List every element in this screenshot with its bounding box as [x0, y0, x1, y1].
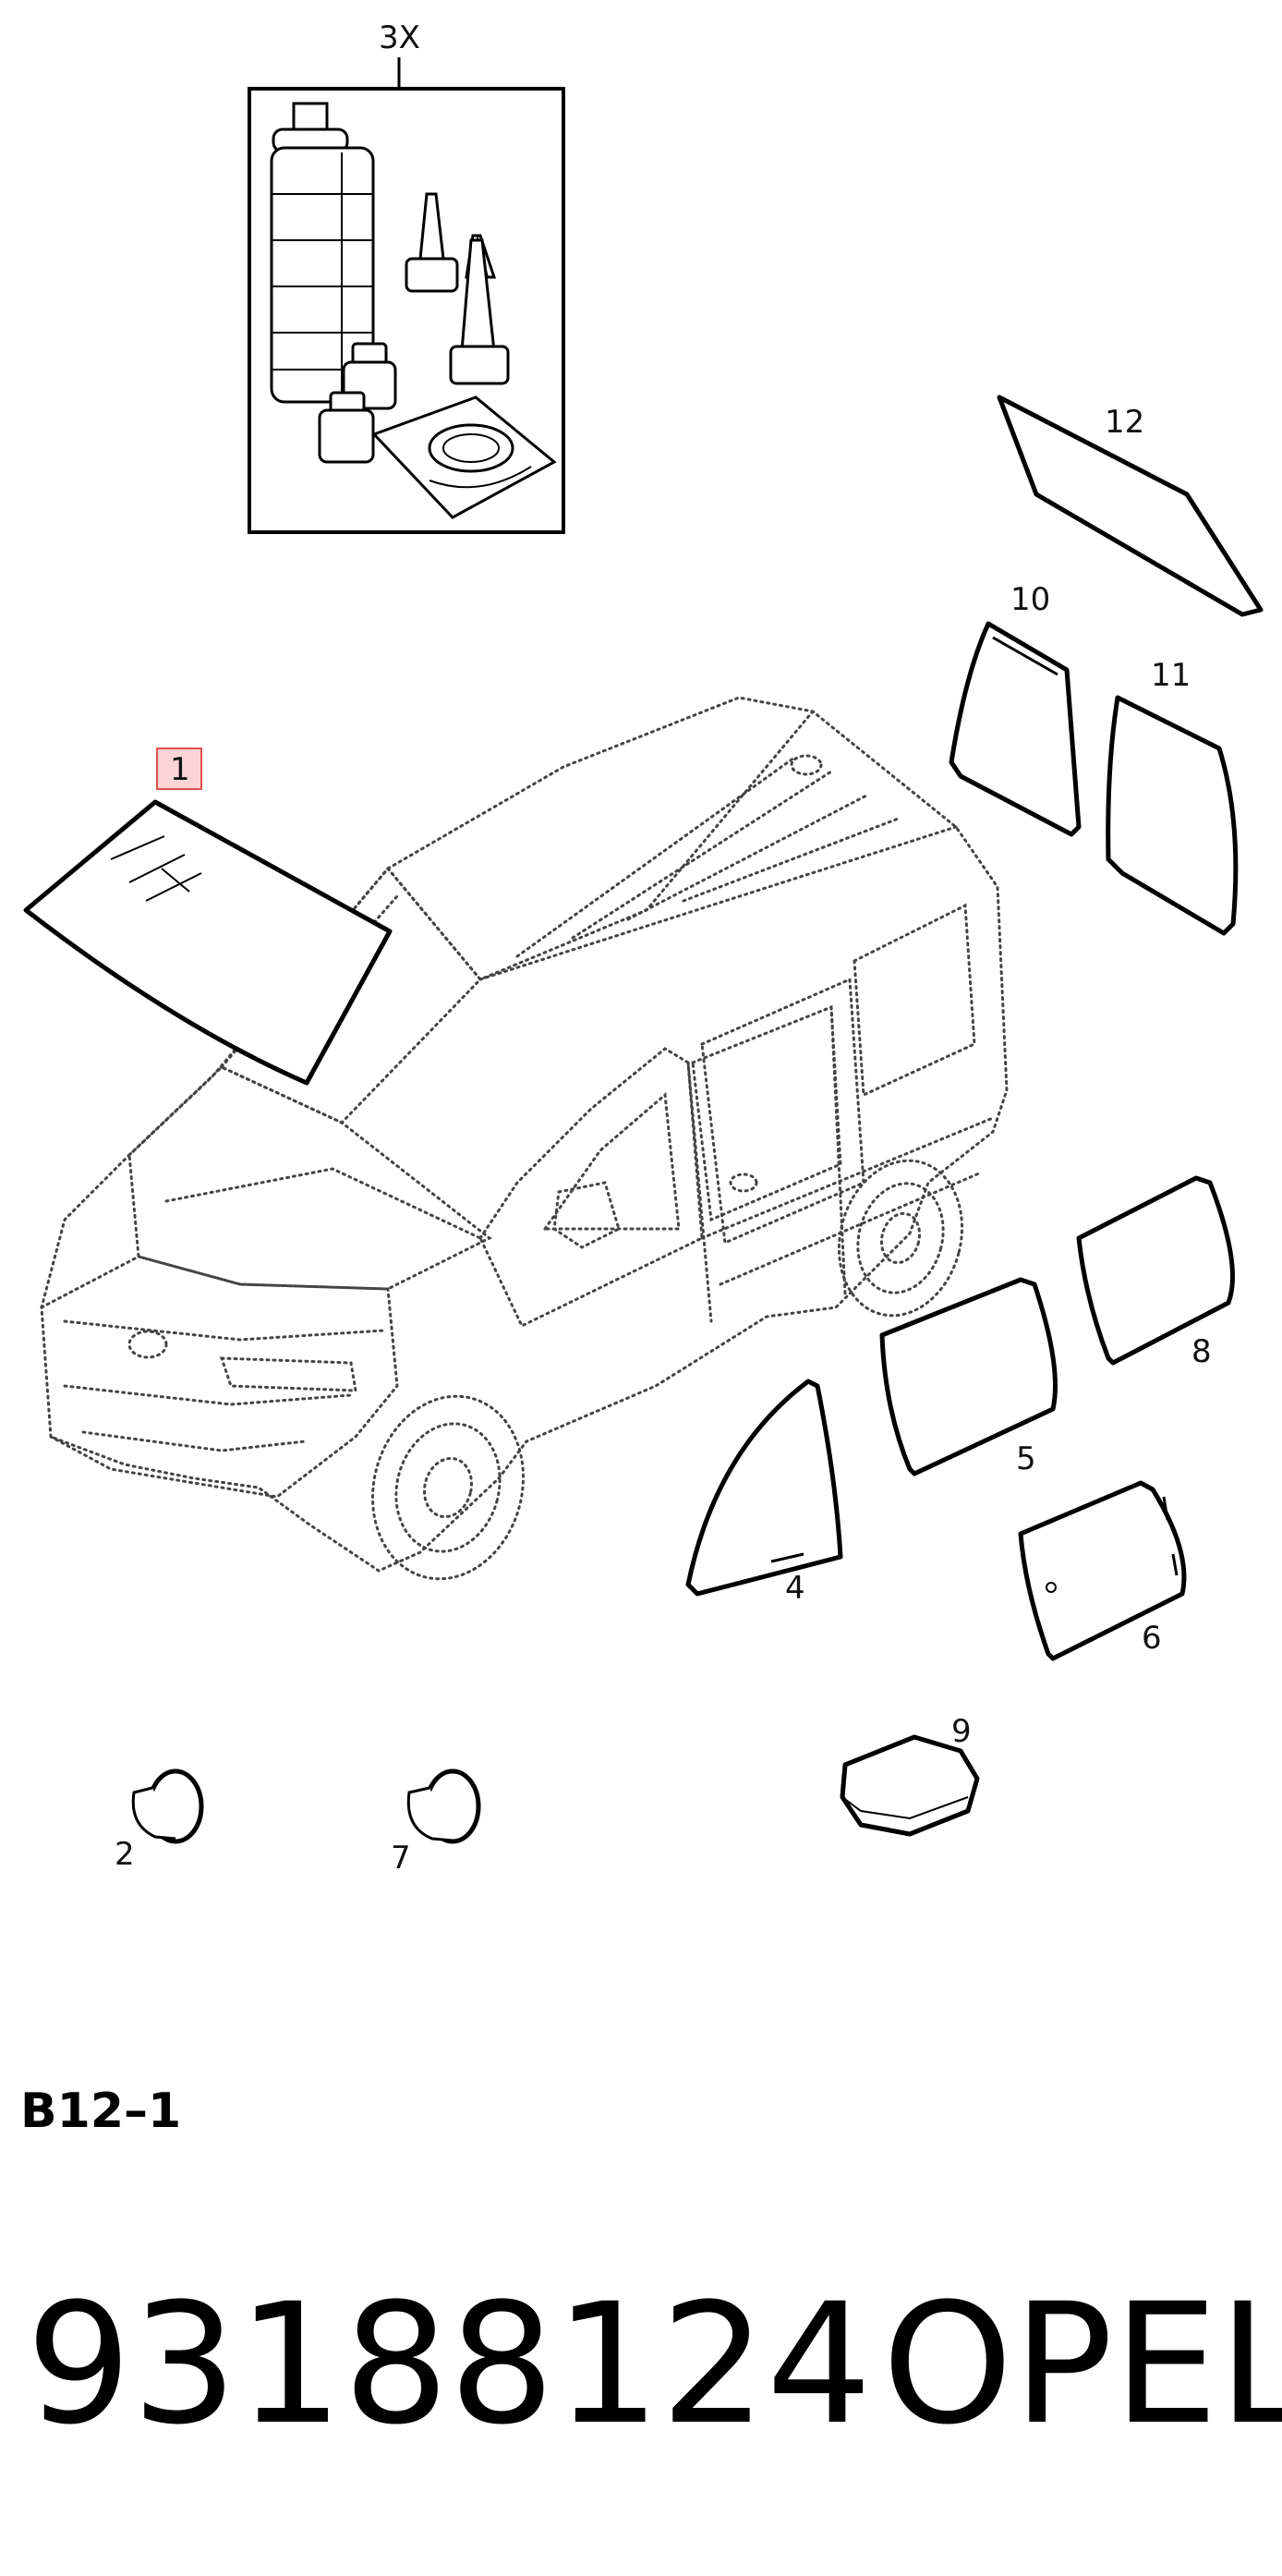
callout-6: 6 [1142, 1620, 1162, 1657]
part-8-glass[interactable]: 8 [1076, 1175, 1235, 1370]
part-9-pad[interactable]: 9 [840, 1713, 980, 1837]
callout-12: 12 [1105, 404, 1144, 441]
part-11-glass[interactable]: 11 [1106, 657, 1239, 936]
kit-label: 3X [379, 19, 420, 56]
callout-10: 10 [1010, 581, 1050, 618]
kit-frame [248, 87, 565, 534]
callout-5: 5 [1016, 1440, 1036, 1477]
adhesive-kit: 3X [248, 19, 565, 534]
callout-7: 7 [391, 1840, 411, 1877]
callout-8: 8 [1191, 1333, 1212, 1370]
callout-11: 11 [1151, 657, 1191, 694]
callout-4: 4 [785, 1570, 805, 1607]
part-4-glass[interactable]: 4 [685, 1379, 843, 1607]
cutting-wire-bag-icon [371, 395, 557, 519]
part-10-glass[interactable]: 10 [949, 581, 1082, 837]
callout-9: 9 [951, 1713, 972, 1750]
part-12-glass[interactable]: 12 [997, 395, 1264, 617]
vehicle-outline [40, 696, 1009, 1581]
callout-2: 2 [115, 1836, 135, 1873]
primer-bottle-icon [318, 391, 375, 464]
part-1-windshield[interactable]: 1 [23, 747, 393, 1086]
front-wheel [371, 1394, 525, 1581]
rear-wheel [837, 1159, 964, 1318]
part-6-glass[interactable]: 6 [1018, 1480, 1187, 1661]
adhesive-cartridge-icon [270, 102, 375, 404]
callout-1: 1 [170, 751, 190, 788]
primer-bottle-icon [342, 342, 397, 410]
section-code: B12–1 [20, 2084, 182, 2139]
nozzle-icon [449, 238, 510, 385]
part-2-clip[interactable]: 2 [115, 1768, 204, 1873]
part-1-highlight-box [156, 747, 202, 790]
part-7-clip[interactable]: 7 [391, 1768, 481, 1877]
part-5-glass[interactable]: 5 [879, 1277, 1058, 1477]
footer-brand: OPEL [882, 2268, 1282, 2461]
footer-part-number: 93188124 [26, 2268, 873, 2461]
